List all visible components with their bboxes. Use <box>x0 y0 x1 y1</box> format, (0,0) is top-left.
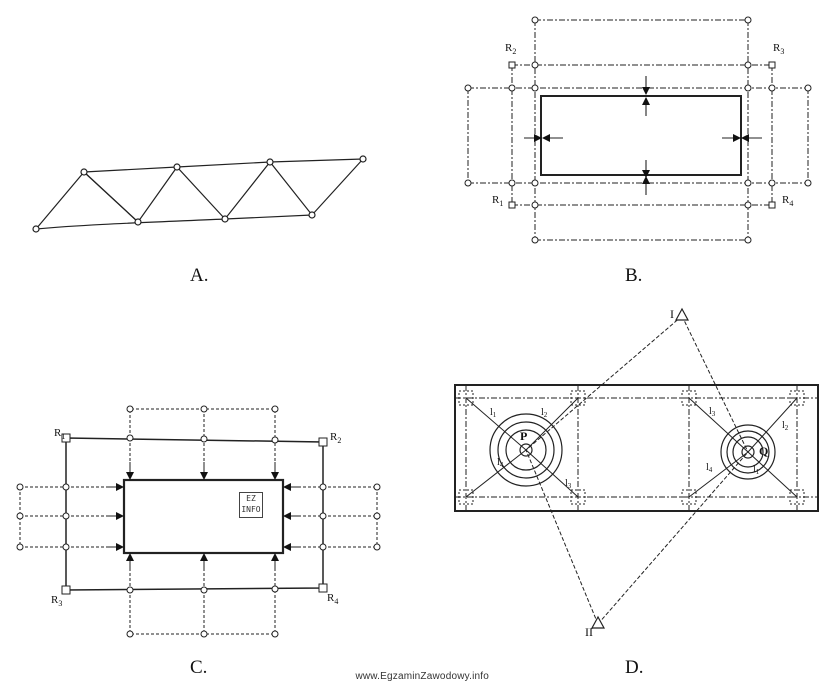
d-stations <box>590 307 690 629</box>
caption-c: C. <box>190 657 208 678</box>
c-arrows <box>108 462 299 570</box>
figure-c: R1 R2 R3 R4 <box>16 405 381 638</box>
figure-b: R2 R3 R1 R4 <box>464 16 812 244</box>
d-label-q-l1: l1 <box>753 464 760 476</box>
d-sight-lines <box>525 315 749 625</box>
d-label-q-l4: l4 <box>706 462 713 474</box>
b-label-r3: R3 <box>773 42 784 56</box>
d-station-top: I <box>670 307 674 321</box>
c-label-r4: R4 <box>327 592 338 606</box>
truss-bottom-chord <box>35 214 313 230</box>
truss-nodes <box>32 155 367 233</box>
c-traverse-polygon <box>65 437 324 591</box>
c-label-r2: R2 <box>330 431 341 445</box>
d-label-l4: l4 <box>497 457 504 469</box>
d-station-bottom: II <box>585 625 593 639</box>
d-diagonals <box>465 397 798 498</box>
c-points <box>16 405 381 638</box>
d-label-l2: l2 <box>541 407 548 419</box>
d-angle-arcs-p <box>489 413 563 487</box>
b-label-r2: R2 <box>505 42 516 56</box>
ez-info-stamp: EZ INFO <box>239 492 263 518</box>
caption-d: D. <box>625 657 644 678</box>
figure-d: I II P Q l1 l2 l4 l3 l3 l2 l4 l1 <box>454 307 819 639</box>
d-label-l3: l3 <box>565 478 572 490</box>
b-points <box>464 16 812 244</box>
d-point-q: Q <box>759 444 768 458</box>
c-label-r1-top: R1 <box>54 427 65 441</box>
d-label-q-l3: l3 <box>709 406 716 418</box>
b-arrows <box>524 76 762 195</box>
watermark-url: www.EgzaminZawodowy.info <box>355 671 489 682</box>
caption-b: B. <box>625 265 643 286</box>
b-dash-lines <box>467 19 809 241</box>
stamp-line-2: INFO <box>241 505 261 514</box>
d-angle-arcs-q <box>720 424 776 480</box>
b-label-r4: R4 <box>782 194 793 208</box>
c-label-r3: R3 <box>51 594 62 608</box>
d-label-l1: l1 <box>490 407 497 419</box>
caption-a: A. <box>190 265 209 286</box>
d-column-markers <box>458 390 805 505</box>
stamp-line-1: EZ <box>246 494 256 503</box>
b-building-outline <box>540 95 742 176</box>
d-building-slab <box>454 384 819 512</box>
figure-a-truss <box>32 155 367 233</box>
d-point-p: P <box>520 429 527 443</box>
b-label-r1: R1 <box>492 194 503 208</box>
truss-top-chord <box>83 158 364 173</box>
d-label-q-l2: l2 <box>782 420 789 432</box>
